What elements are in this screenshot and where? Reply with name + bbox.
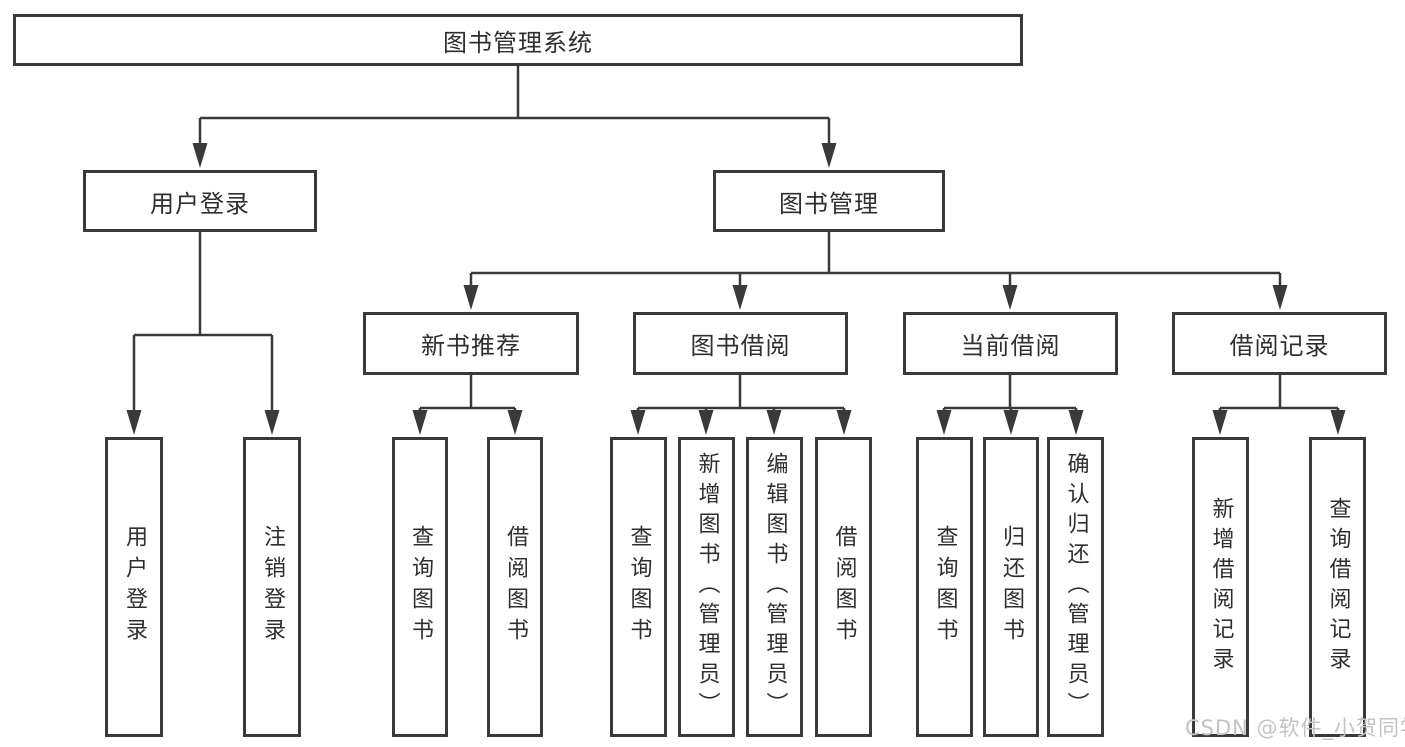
leaf-borrow-books: 借阅图书: [815, 437, 872, 737]
node-label: 图书管理: [779, 189, 879, 218]
leaf-label: 借阅图书: [831, 525, 857, 649]
leaf-borrow-books-recommend: 借阅图书: [487, 437, 543, 737]
leaf-label: 借阅图书: [503, 525, 528, 649]
node-label: 用户登录: [150, 189, 250, 218]
arrowheads: [126, 143, 1346, 435]
leaf-add-borrow-record: 新增借阅记录: [1192, 437, 1249, 737]
leaf-label: 查询借阅记录: [1325, 497, 1351, 677]
leaf-add-book-admin: 新增图书（管理员）: [678, 437, 735, 737]
node-book-management-branch: 图书管理: [713, 170, 945, 232]
leaf-label: 编辑图书（管理员）: [762, 452, 788, 722]
node-new-book-recommend: 新书推荐: [363, 312, 579, 375]
leaf-user-login: 用户登录: [105, 437, 163, 737]
node-label: 借阅记录: [1229, 332, 1330, 360]
leaf-logout: 注销登录: [243, 437, 301, 737]
leaf-label: 确认归还（管理员）: [1063, 452, 1089, 722]
leaf-edit-book-admin: 编辑图书（管理员）: [746, 437, 803, 737]
node-label: 当前借阅: [960, 332, 1061, 360]
node-root: 图书管理系统: [13, 14, 1023, 66]
leaf-query-borrow-record: 查询借阅记录: [1309, 437, 1366, 737]
node-current-borrowing: 当前借阅: [903, 312, 1118, 375]
node-book-borrowing: 图书借阅: [633, 312, 848, 375]
leaf-label: 新增借阅记录: [1208, 497, 1234, 677]
leaf-label: 查询图书: [408, 525, 433, 649]
csdn-watermark: CSDN @软件_小贺同学: [1185, 716, 1405, 740]
leaf-query-books-current: 查询图书: [916, 437, 973, 737]
node-borrowing-records: 借阅记录: [1172, 312, 1387, 375]
leaf-confirm-return-admin: 确认归还（管理员）: [1047, 437, 1104, 737]
leaf-label: 新增图书（管理员）: [694, 452, 720, 722]
node-label: 新书推荐: [421, 332, 521, 360]
leaf-label: 用户登录: [122, 525, 147, 649]
leaf-label: 查询图书: [932, 525, 958, 649]
leaf-label: 注销登录: [260, 525, 285, 649]
node-user-login-branch: 用户登录: [83, 170, 317, 232]
leaf-label: 查询图书: [626, 525, 652, 649]
node-root-label: 图书管理系统: [443, 28, 593, 57]
leaf-label: 归还图书: [999, 525, 1024, 649]
leaf-query-books-recommend: 查询图书: [392, 437, 448, 737]
leaf-query-books-borrow: 查询图书: [610, 437, 667, 737]
leaf-return-book: 归还图书: [983, 437, 1039, 737]
node-label: 图书借阅: [690, 332, 791, 360]
